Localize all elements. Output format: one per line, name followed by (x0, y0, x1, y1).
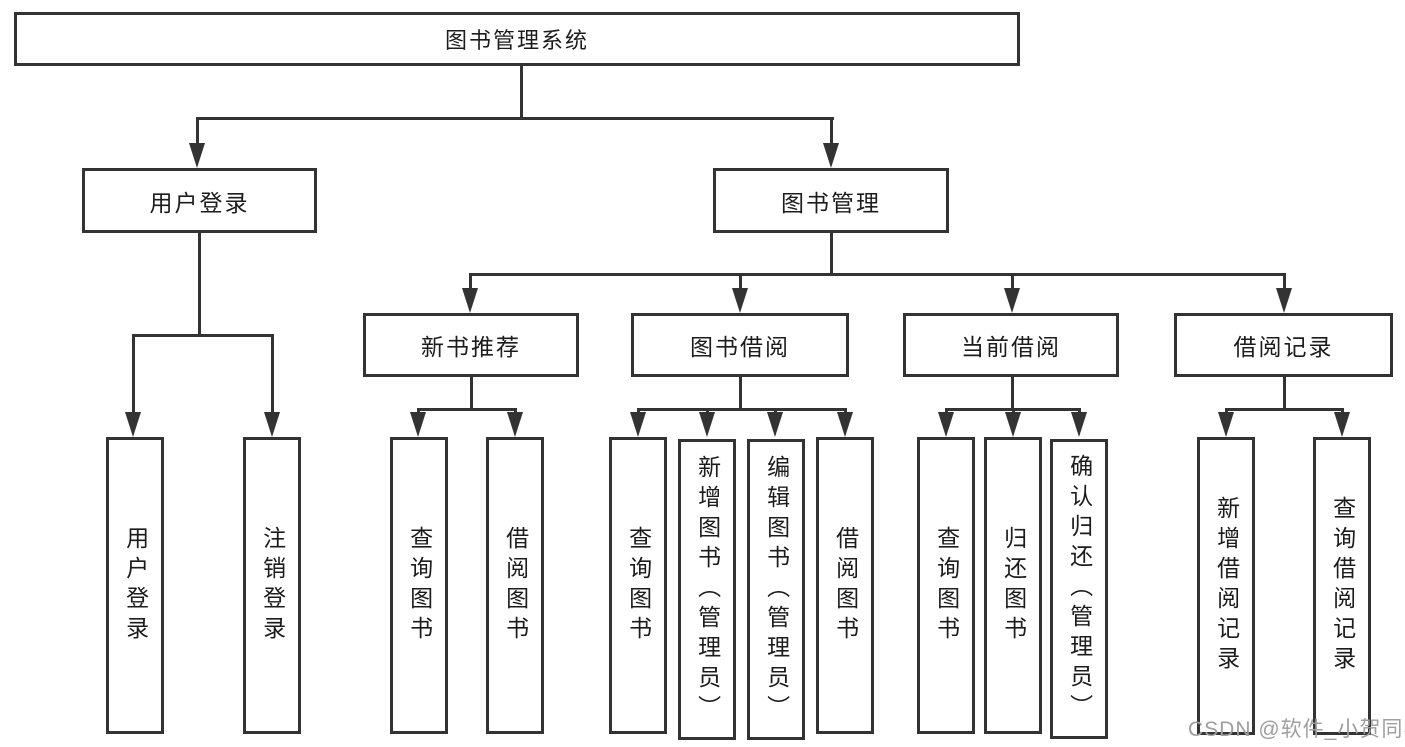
connector-to-book-borrow (739, 273, 742, 291)
arrow-down-icon (767, 412, 783, 437)
node-library-system: 图书管理系统 (14, 12, 1020, 66)
leaf-user-login-label: 用户登录 (122, 525, 149, 646)
connector-root-stem (520, 66, 523, 119)
arrow-down-icon (1218, 412, 1234, 437)
arrow-down-icon (1334, 412, 1350, 437)
node-library-system-label: 图书管理系统 (444, 28, 589, 53)
arrow-down-icon (125, 412, 141, 437)
arrow-down-icon (732, 288, 748, 313)
node-user-login-label: 用户登录 (149, 189, 250, 216)
leaf-borrow-books-recommend-label: 借阅图书 (502, 525, 529, 646)
connector-to-new-books (469, 273, 472, 291)
node-book-borrowing: 图书借阅 (631, 313, 849, 377)
csdn-watermark: CSDN @软件_小贺同学 (1188, 718, 1405, 741)
connector-to-book-mgmt (830, 117, 833, 147)
arrow-down-icon (189, 143, 205, 168)
leaf-edit-books-admin-label: 编辑图书（管理员） (763, 454, 790, 725)
arrow-down-icon (410, 412, 426, 437)
leaf-query-books-borrowing-label: 查询图书 (625, 525, 652, 646)
arrow-down-icon (630, 412, 646, 437)
leaf-query-books-recommend-label: 查询图书 (406, 525, 433, 646)
node-new-book-recommend: 新书推荐 (363, 313, 579, 377)
leaf-add-books-admin: 新增图书（管理员） (678, 439, 736, 740)
node-book-borrowing-label: 图书借阅 (690, 334, 790, 360)
connector-borrow-records-split (1225, 408, 1344, 411)
connector-borrow-records-stem (1283, 377, 1286, 410)
arrow-down-icon (1276, 288, 1292, 313)
arrow-down-icon (938, 412, 954, 437)
leaf-confirm-return-admin-label: 确认归还（管理员） (1066, 454, 1093, 724)
connector-new-books-split (417, 408, 517, 411)
connector-root-split (196, 117, 834, 120)
connector-new-books-stem (470, 377, 473, 410)
arrow-down-icon (699, 412, 715, 437)
leaf-query-books-borrowing: 查询图书 (609, 437, 667, 734)
arrow-down-icon (837, 412, 853, 437)
connector-to-user-login (196, 117, 199, 147)
leaf-return-books: 归还图书 (984, 437, 1042, 734)
leaf-borrow-books: 借阅图书 (816, 437, 874, 734)
connector-book-mgmt-split (469, 273, 1286, 276)
leaf-query-borrow-record-label: 查询借阅记录 (1329, 496, 1356, 676)
leaf-add-borrow-record: 新增借阅记录 (1197, 437, 1255, 735)
leaf-query-books-recommend: 查询图书 (390, 437, 448, 734)
arrow-down-icon (264, 412, 280, 437)
arrow-down-icon (823, 143, 839, 168)
node-current-borrowing: 当前借阅 (903, 313, 1119, 377)
leaf-add-books-admin-label: 新增图书（管理员） (694, 454, 721, 725)
connector-to-login-leaf (132, 334, 135, 416)
connector-book-borrow-split (637, 408, 847, 411)
connector-book-mgmt-stem (830, 233, 833, 275)
connector-current-borrow-stem (1011, 377, 1014, 410)
node-user-login: 用户登录 (82, 168, 317, 233)
leaf-add-borrow-record-label: 新增借阅记录 (1213, 496, 1240, 676)
arrow-down-icon (1004, 288, 1020, 313)
leaf-return-books-label: 归还图书 (1000, 525, 1027, 646)
connector-book-borrow-stem (739, 377, 742, 410)
leaf-confirm-return-admin: 确认归还（管理员） (1050, 439, 1108, 739)
leaf-borrow-books-label: 借阅图书 (832, 525, 859, 646)
arrow-down-icon (462, 288, 478, 313)
connector-to-borrow-records (1283, 273, 1286, 291)
leaf-borrow-books-recommend: 借阅图书 (486, 437, 544, 734)
node-book-management-label: 图书管理 (781, 189, 881, 216)
leaf-logout: 注销登录 (243, 437, 301, 734)
connector-to-logout-leaf (271, 334, 274, 416)
node-book-management: 图书管理 (713, 168, 949, 233)
node-borrowing-records: 借阅记录 (1174, 313, 1393, 377)
arrow-down-icon (1005, 412, 1021, 437)
leaf-user-login: 用户登录 (106, 437, 164, 734)
connector-user-login-stem (198, 233, 201, 337)
leaf-edit-books-admin: 编辑图书（管理员） (747, 439, 805, 740)
connector-user-login-split (132, 334, 274, 337)
node-current-borrowing-label: 当前借阅 (961, 334, 1061, 360)
arrow-down-icon (507, 412, 523, 437)
arrow-down-icon (1071, 412, 1087, 437)
leaf-query-books-current: 查询图书 (917, 437, 975, 734)
leaf-query-borrow-record: 查询借阅记录 (1313, 437, 1371, 735)
leaf-logout-label: 注销登录 (259, 525, 286, 646)
leaf-query-books-current-label: 查询图书 (933, 525, 960, 646)
node-new-book-recommend-label: 新书推荐 (421, 334, 521, 360)
connector-to-current-borrow (1011, 273, 1014, 291)
node-borrowing-records-label: 借阅记录 (1233, 334, 1334, 360)
